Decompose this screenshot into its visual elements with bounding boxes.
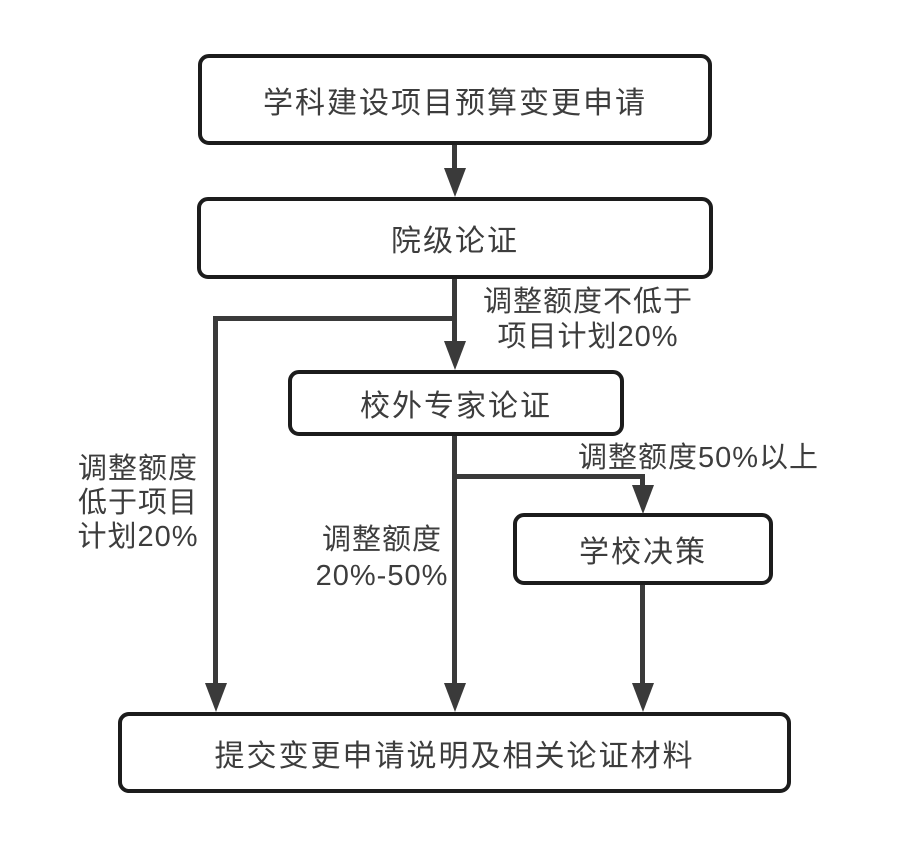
edge-left-branch-horizontal-line (213, 316, 457, 321)
edge-expert-to-submit-line (452, 436, 457, 684)
arrow-down-icon (632, 683, 654, 712)
arrow-down-icon (632, 485, 654, 514)
edge-application-to-college-line (452, 145, 457, 170)
arrow-down-icon (444, 168, 466, 197)
edge-decision-to-submit-line (640, 585, 645, 684)
node-external-expert-review: 校外专家论证 (288, 370, 624, 436)
node-budget-change-application: 学科建设项目预算变更申请 (198, 54, 712, 145)
edge-left-branch-vertical-line (213, 316, 218, 684)
node-school-decision: 学校决策 (513, 513, 773, 585)
arrow-down-icon (444, 683, 466, 712)
edge-label-not-below-20-percent: 调整额度不低于 项目计划20% (482, 286, 693, 353)
edge-right-branch-vertical-line (640, 474, 645, 487)
edge-right-branch-horizontal-line (452, 474, 645, 479)
edge-college-to-expert-line (452, 279, 457, 343)
arrow-down-icon (444, 341, 466, 370)
edge-label-below-20-percent: 调整额度 低于项目 计划20% (77, 453, 199, 553)
arrow-down-icon (205, 683, 227, 712)
edge-label-between-20-50-percent: 调整额度 20%-50% (315, 524, 449, 592)
node-college-level-review: 院级论证 (197, 197, 713, 279)
node-submit-materials: 提交变更申请说明及相关论证材料 (118, 712, 791, 793)
edge-label-above-50-percent: 调整额度50%以上 (578, 442, 820, 474)
